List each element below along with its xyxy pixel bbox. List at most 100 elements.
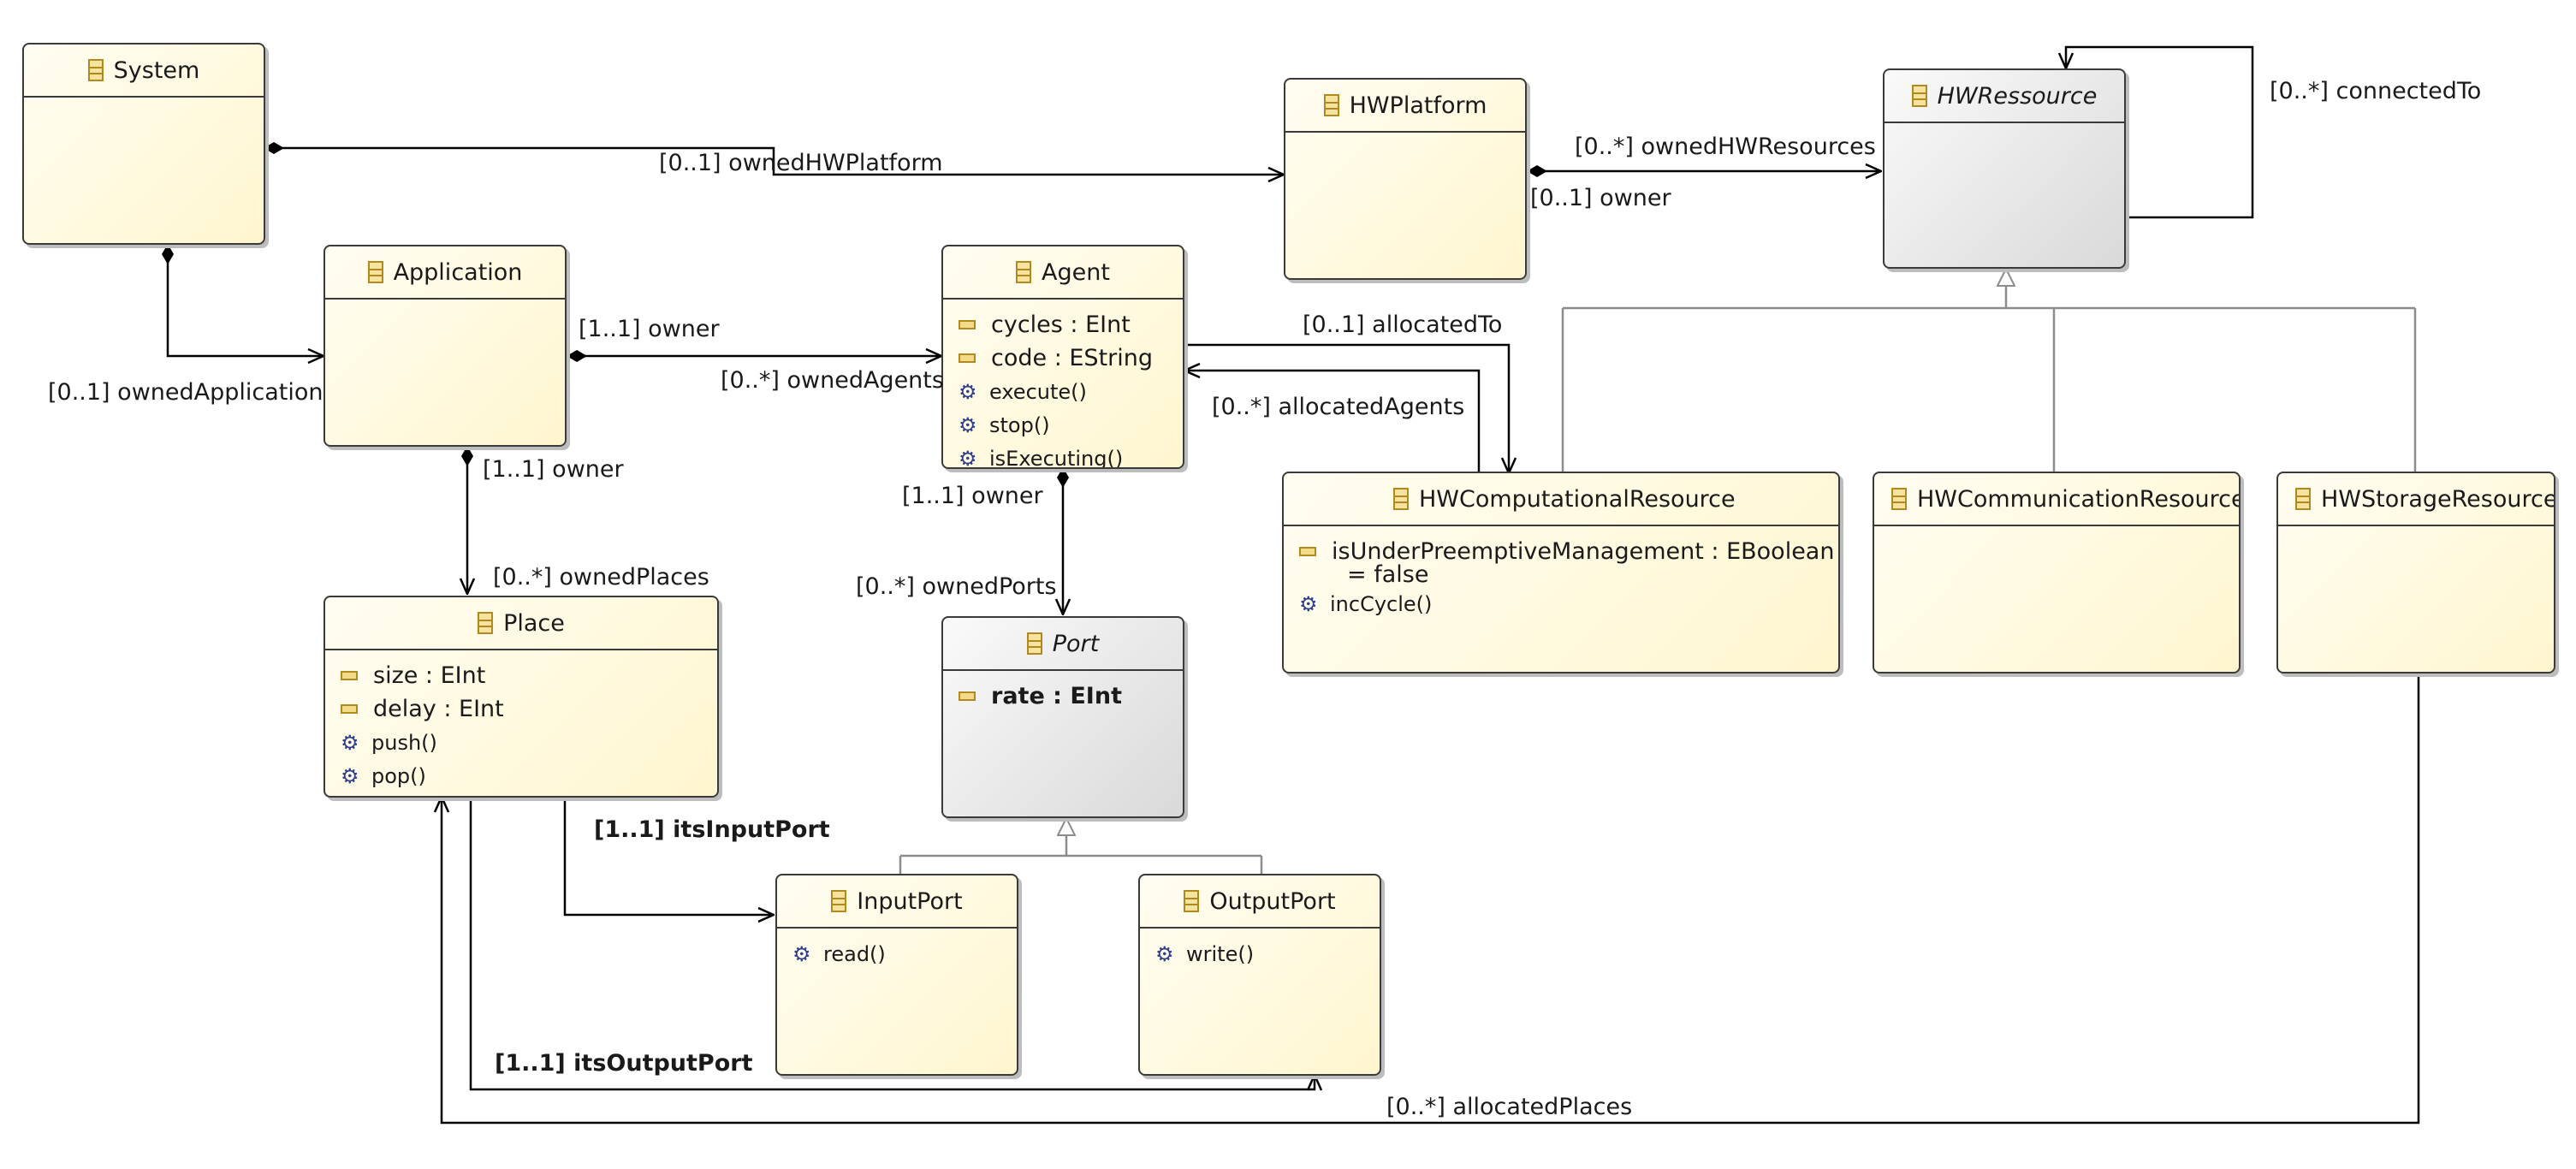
edge-allocated-to <box>1183 343 1509 473</box>
label-owned-hw-resources: [0..*] ownedHWResources <box>1575 134 1876 160</box>
label-its-input-port: [1..1] itsInputPort <box>594 816 830 843</box>
edge-allocated-places <box>442 672 2420 1124</box>
class-icon <box>367 261 383 283</box>
label-owned-application: [0..1] ownedApplication <box>48 379 323 406</box>
label-owned-agents: [0..*] ownedAgents <box>721 367 944 394</box>
class-hwcommunication-resource[interactable]: HWCommunicationResource <box>1873 472 2241 674</box>
class-name: HWComputationalResource <box>1419 485 1736 513</box>
class-application[interactable]: Application <box>323 245 567 447</box>
operation-row[interactable]: ⚙incCycle() <box>1299 587 1838 620</box>
class-icon <box>1891 488 1907 510</box>
class-icon <box>1016 261 1032 283</box>
feature-list: size : EInt delay : EInt ⚙ push() ⚙pop() <box>325 650 717 792</box>
operation-text: write() <box>1186 941 1255 966</box>
class-system[interactable]: System <box>22 43 265 245</box>
class-name: HWPlatform <box>1349 92 1487 119</box>
attribute-row[interactable]: code : EString <box>959 341 1183 375</box>
abstract-class-icon <box>1026 632 1042 655</box>
class-port[interactable]: Port rate : EInt <box>941 616 1184 818</box>
attribute-row[interactable]: delay : EInt <box>341 692 717 726</box>
label-allocated-agents: [0..*] allocatedAgents <box>1212 394 1465 420</box>
label-allocated-places: [0..*] allocatedPlaces <box>1386 1094 1633 1120</box>
operation-row[interactable]: ⚙execute() <box>959 375 1183 408</box>
edge-its-input-port <box>563 798 774 915</box>
class-header: InputPort <box>777 875 1017 929</box>
label-place-owner: [1..1] owner <box>483 456 624 483</box>
edge-owned-application <box>168 244 323 356</box>
class-header: System <box>24 45 264 98</box>
operation-row[interactable]: ⚙ push() <box>341 726 717 759</box>
class-icon <box>478 612 494 634</box>
gear-icon: ⚙ <box>959 446 977 469</box>
label-owned-hw-platform: [0..1] ownedHWPlatform <box>659 150 943 176</box>
label-hw-owner: [0..1] owner <box>1530 185 1671 211</box>
operation-text: push() <box>371 730 437 755</box>
class-header: Place <box>325 597 717 650</box>
attribute-row[interactable]: size : EInt <box>341 659 717 692</box>
attribute-text: code : EString <box>991 345 1154 371</box>
gear-icon: ⚙ <box>341 730 359 755</box>
class-header: OutputPort <box>1140 875 1380 929</box>
class-name: Place <box>503 609 565 637</box>
operation-row[interactable]: ⚙read() <box>792 937 1017 970</box>
gear-icon: ⚙ <box>959 412 977 437</box>
edge-connected-to <box>2066 45 2254 219</box>
attribute-icon <box>959 353 976 363</box>
operation-row[interactable]: ⚙ write() <box>1155 937 1380 970</box>
class-hwstorage-resource[interactable]: HWStorageResource <box>2276 472 2555 674</box>
class-name: Agent <box>1042 258 1110 286</box>
class-name: Application <box>393 258 523 286</box>
class-agent[interactable]: Agent cycles : EInt code : EString ⚙exec… <box>941 245 1184 469</box>
attribute-text: cycles : EInt <box>991 312 1131 338</box>
class-name: Port <box>1052 630 1100 657</box>
label-connected-to: [0..*] connectedTo <box>2270 78 2482 104</box>
attribute-row[interactable]: cycles : EInt <box>959 308 1183 341</box>
class-name: InputPort <box>857 887 963 915</box>
class-place[interactable]: Place size : EInt delay : EInt ⚙ push() ⚙… <box>323 596 719 798</box>
attribute-icon <box>341 671 358 680</box>
class-name: System <box>113 56 200 84</box>
operation-text: isExecuting() <box>989 446 1124 469</box>
class-header: HWRessource <box>1885 70 2124 123</box>
attribute-icon <box>959 320 976 329</box>
class-icon <box>2295 488 2311 510</box>
class-hwcomputational-resource[interactable]: HWComputationalResource isUnderPreemptiv… <box>1282 472 1840 674</box>
gear-icon: ⚙ <box>1155 941 1174 966</box>
feature-list: ⚙read() <box>777 929 1017 970</box>
label-its-output-port: [1..1] itsOutputPort <box>495 1050 753 1077</box>
operation-row[interactable]: ⚙ isExecuting() <box>959 442 1183 469</box>
class-icon <box>1184 890 1200 912</box>
class-header: HWPlatform <box>1285 80 1525 133</box>
abstract-class-icon <box>1911 85 1927 107</box>
class-hwressource[interactable]: HWRessource <box>1883 68 2126 269</box>
feature-list: ⚙ write() <box>1140 929 1380 970</box>
operation-text: read() <box>823 941 886 966</box>
class-icon <box>87 59 104 81</box>
gear-icon: ⚙ <box>341 763 359 788</box>
attribute-row[interactable]: isUnderPreemptiveManagement : EBoolean <box>1299 535 1838 568</box>
operation-text: stop() <box>989 412 1050 437</box>
edge-owned-hw-platform <box>264 148 1284 175</box>
attribute-row[interactable]: rate : EInt <box>959 679 1183 713</box>
operation-row[interactable]: ⚙ stop() <box>959 408 1183 442</box>
operation-text: execute() <box>989 379 1087 404</box>
class-outputport[interactable]: OutputPort ⚙ write() <box>1138 874 1381 1076</box>
class-icon <box>1393 488 1409 510</box>
attribute-default: = false <box>1347 561 1429 588</box>
class-name: HWCommunicationResource <box>1917 485 2241 513</box>
edge-allocated-agents <box>1184 371 1481 472</box>
attribute-text: rate : EInt <box>991 683 1122 709</box>
class-header: HWComputationalResource <box>1284 473 1838 526</box>
class-hwplatform[interactable]: HWPlatform <box>1284 78 1527 280</box>
class-name: OutputPort <box>1209 887 1336 915</box>
class-icon <box>1323 94 1339 116</box>
class-header: Agent <box>943 246 1183 300</box>
gear-icon: ⚙ <box>1299 591 1318 616</box>
class-inputport[interactable]: InputPort ⚙read() <box>775 874 1018 1076</box>
class-name: HWStorageResource <box>2321 485 2555 513</box>
required-attribute-icon <box>959 691 976 701</box>
feature-list: isUnderPreemptiveManagement : EBoolean =… <box>1284 526 1838 620</box>
operation-row[interactable]: ⚙pop() <box>341 759 717 792</box>
edge-its-output-port <box>469 798 1315 1089</box>
